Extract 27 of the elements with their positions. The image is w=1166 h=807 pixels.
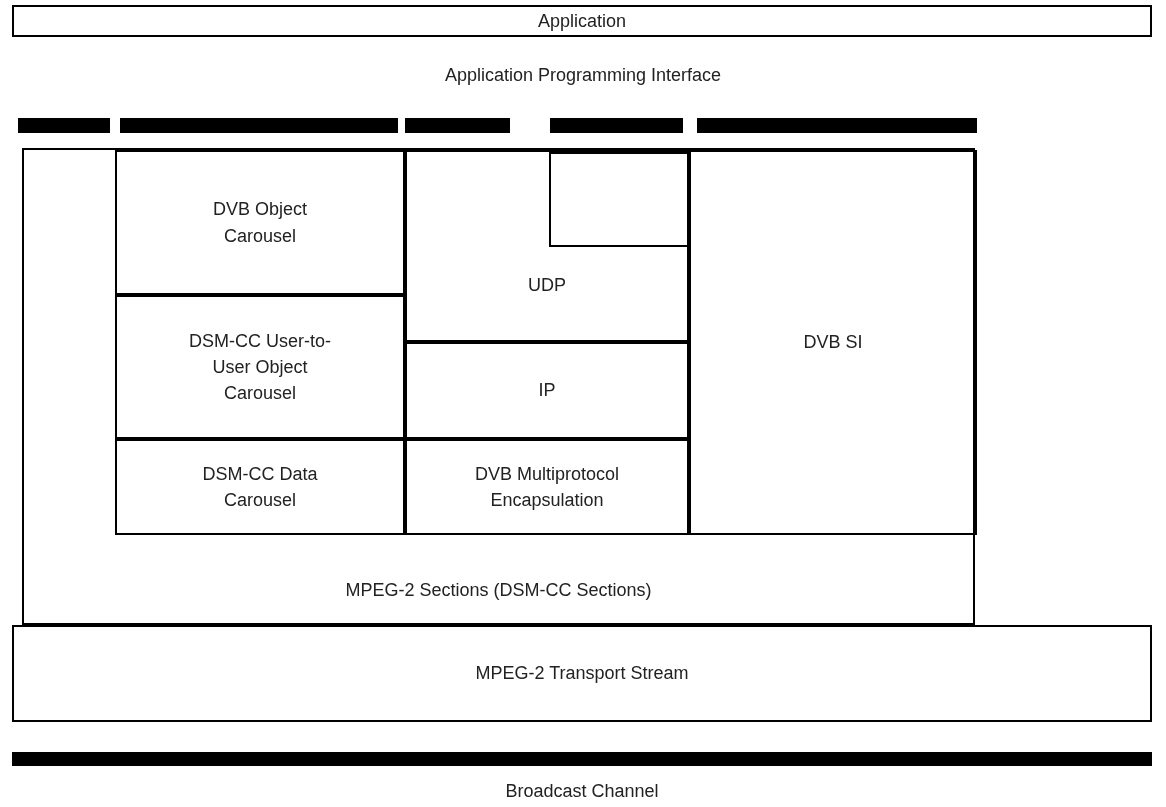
layer-box — [12, 5, 1152, 37]
layer-box — [689, 150, 977, 535]
layer-label: Application — [537, 9, 627, 33]
layer-label: DSM-CC Data Carousel — [201, 462, 319, 512]
layer-box — [12, 625, 1152, 722]
layer-box — [405, 439, 689, 535]
api-bar — [120, 118, 398, 133]
layer-label: DSM-CC User-to-User Object Carousel — [188, 329, 332, 406]
layer-box — [115, 439, 405, 535]
interface-label: Application Programming Interface — [444, 64, 722, 87]
layer-label: DVB Object Carousel — [211, 198, 308, 248]
layer-box — [115, 295, 405, 439]
layer-box — [115, 150, 405, 295]
layer-label: MPEG-2 Sections (DSM-CC Sections) — [345, 578, 652, 602]
layer-box — [405, 342, 689, 439]
layer-box — [405, 150, 689, 342]
api-bar — [405, 118, 510, 133]
layer-label: DVB SI — [803, 331, 863, 355]
layer-label: Broadcast Channel — [505, 780, 659, 803]
layer-box — [22, 148, 975, 625]
api-bar — [550, 118, 683, 133]
layer-label: MPEG-2 Transport Stream — [475, 662, 689, 686]
api-bar — [697, 118, 977, 133]
layer-label: UDP — [528, 273, 566, 297]
api-bar — [18, 118, 110, 133]
layer-label: DVB Multiprotocol Encapsulation — [473, 462, 621, 512]
layer-label: IP — [538, 379, 556, 403]
